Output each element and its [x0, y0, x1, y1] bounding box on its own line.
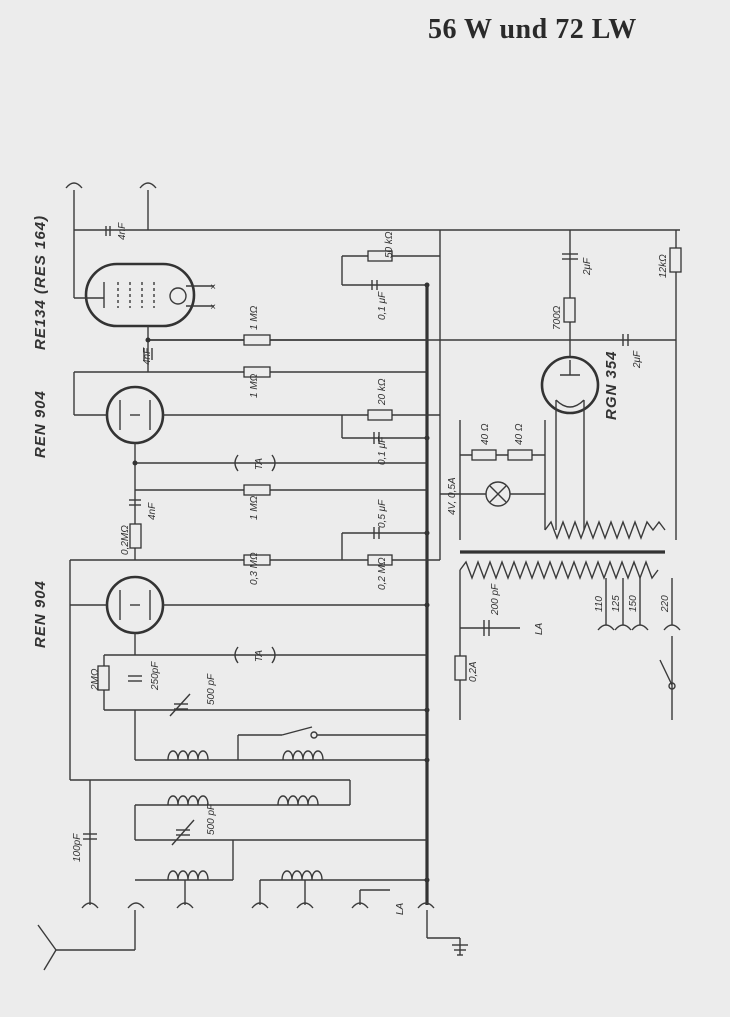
label-c-2uf-mid: 2μF: [632, 350, 643, 369]
resistor-700: [563, 297, 576, 323]
label-fuse: 0,2A: [468, 661, 479, 682]
label-c-05: 0,5 μF: [377, 499, 388, 528]
resistor-02m: [129, 523, 142, 549]
label-lamp: 4V, 0,5A: [447, 477, 458, 515]
label-r-2m: 2MΩ: [90, 668, 101, 691]
resistor-1m-b: [243, 366, 271, 378]
label-tube-re134: RE134 (RES 164): [32, 215, 49, 350]
label-la-2: LA: [395, 902, 406, 915]
coil-2: [282, 750, 324, 761]
schematic-title: 56 W und 72 LW: [428, 14, 637, 45]
label-c-4nf-b: 4nF: [142, 347, 153, 365]
resistor-03m: [243, 554, 271, 566]
coil-3: [167, 795, 209, 806]
label-r-12k: 12kΩ: [658, 254, 669, 278]
label-la-1: LA: [534, 622, 545, 635]
label-c-500pf-a: 500 pF: [206, 673, 217, 705]
label-r-1m-b: 1 MΩ: [249, 373, 260, 398]
antenna-terminal-top-left: [65, 182, 83, 189]
label-r-20k: 20 kΩ: [377, 378, 388, 406]
fuse-02a: [454, 655, 467, 681]
label-c-2uf-top: 2μF: [582, 257, 593, 276]
label-r-1m-c: 1 MΩ: [249, 495, 260, 520]
transformer-secondary: [544, 520, 666, 540]
label-r-02m: 0,2MΩ: [120, 525, 131, 555]
antenna-terminal-top-right: [139, 182, 157, 189]
coil-6: [281, 870, 323, 881]
label-v220: 220: [660, 595, 671, 613]
label-r-40b: 40 Ω: [514, 423, 525, 445]
resistor-02m-b: [367, 554, 393, 566]
svg-text:×: ×: [210, 282, 216, 293]
label-c-4nf-c: 4nF: [147, 502, 158, 520]
resistor-2m: [97, 665, 110, 691]
label-r-02m-b: 0,2 MΩ: [377, 557, 388, 590]
label-c-100pf: 100pF: [72, 833, 83, 862]
label-r-40a: 40 Ω: [480, 423, 491, 445]
coil-5: [167, 870, 209, 881]
label-v110: 110: [594, 596, 605, 612]
label-tube-rgn354: RGN 354: [603, 350, 620, 420]
label-r-1m-a: 1 MΩ: [249, 305, 260, 330]
label-tube-ren904-a: REN 904: [32, 390, 49, 458]
label-c-01-top: 0,1 μF: [377, 291, 388, 320]
resistor-20k: [367, 409, 393, 421]
label-r-03m: 0,3 MΩ: [249, 552, 260, 585]
label-ta-1: TA: [254, 458, 265, 470]
tube-re134: [84, 262, 196, 328]
coil-1: [167, 750, 209, 761]
resistor-12k: [669, 247, 682, 273]
resistor-40b: [507, 449, 533, 461]
label-r-50k: 50 kΩ: [384, 231, 395, 258]
label-c-500pf-b: 500 pF: [206, 803, 217, 835]
label-r-700: 700Ω: [552, 305, 563, 330]
resistor-1m-a: [243, 334, 271, 346]
resistor-40a: [471, 449, 497, 461]
label-v125: 125: [611, 595, 622, 612]
resistor-1m-c: [243, 484, 271, 496]
label-c-01-mid: 0,1 μF: [377, 436, 388, 465]
resistor-50k: [367, 250, 393, 262]
transformer-primary: [459, 560, 659, 580]
label-tube-ren904-b: REN 904: [32, 580, 49, 648]
label-ta-2: TA: [254, 650, 265, 662]
coil-4: [277, 795, 319, 806]
label-c-250pf: 250pF: [150, 661, 161, 691]
label-v150: 150: [628, 595, 639, 612]
label-c-4nf-top: 4nF: [117, 222, 128, 240]
label-c-200pf: 200 pF: [490, 583, 501, 616]
antenna-symbol: [43, 949, 57, 971]
tube-rgn354: [540, 355, 600, 415]
svg-text:×: ×: [210, 302, 216, 313]
